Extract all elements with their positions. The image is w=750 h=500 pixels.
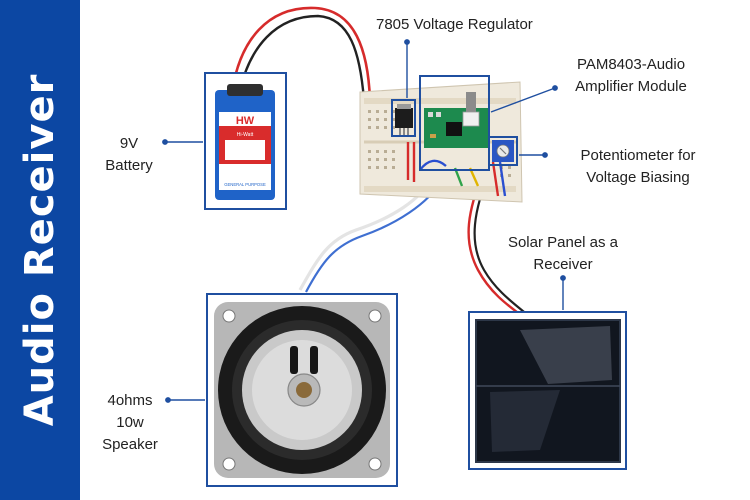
label-solar-line1: Solar Panel as a [507, 234, 619, 251]
battery-image: HW Hi-Watt GENERAL PURPOSE [204, 72, 287, 210]
label-potentiometer-line1: Potentiometer for [580, 147, 696, 164]
solar-panel-image [468, 311, 627, 470]
label-potentiometer-line2: Voltage Biasing [586, 169, 690, 186]
potentiometer [492, 140, 514, 162]
label-voltage-regulator-text: 7805 Voltage Regulator [376, 16, 533, 33]
battery-black-wire [238, 14, 366, 101]
speaker-image [206, 293, 398, 487]
label-amplifier-line2: Amplifier Module [575, 78, 687, 95]
speaker-blue-wire [305, 179, 443, 293]
label-voltage-regulator: 7805 Voltage Regulator [376, 14, 533, 36]
battery-brand-text: HW [236, 115, 255, 127]
battery-brand-sub-text: Hi-Watt [237, 132, 254, 138]
battery-bottom-text: GENERAL PURPOSE [224, 182, 266, 187]
label-battery-line2: Battery [105, 157, 153, 174]
label-amplifier-line1: PAM8403-Audio [576, 56, 686, 73]
battery-red-wire [230, 6, 372, 101]
sidebar-panel: Audio Receiver [0, 0, 80, 500]
potentiometer-highlight-box [488, 136, 518, 166]
amplifier-module [424, 92, 488, 148]
label-speaker-line3: Speaker [102, 436, 158, 453]
label-battery: 9V Battery [92, 133, 166, 177]
voltage-regulator-7805 [395, 104, 413, 136]
amplifier-highlight-box [419, 75, 490, 171]
label-potentiometer: Potentiometer for Voltage Biasing [553, 145, 723, 189]
label-solar-line2: Receiver [533, 256, 593, 273]
leader-lines [162, 39, 566, 403]
solar-black-wire [473, 169, 537, 323]
label-battery-line1: 9V [119, 135, 139, 152]
label-speaker-line1: 4ohms [107, 392, 153, 409]
label-speaker: 4ohms 10w Speaker [92, 390, 168, 456]
regulator-highlight-box [391, 99, 416, 137]
label-solar-panel: Solar Panel as a Receiver [488, 232, 638, 276]
label-amplifier-module: PAM8403-Audio Amplifier Module [556, 54, 706, 98]
label-speaker-line2: 10w [116, 414, 144, 431]
solar-red-wire [467, 169, 531, 323]
